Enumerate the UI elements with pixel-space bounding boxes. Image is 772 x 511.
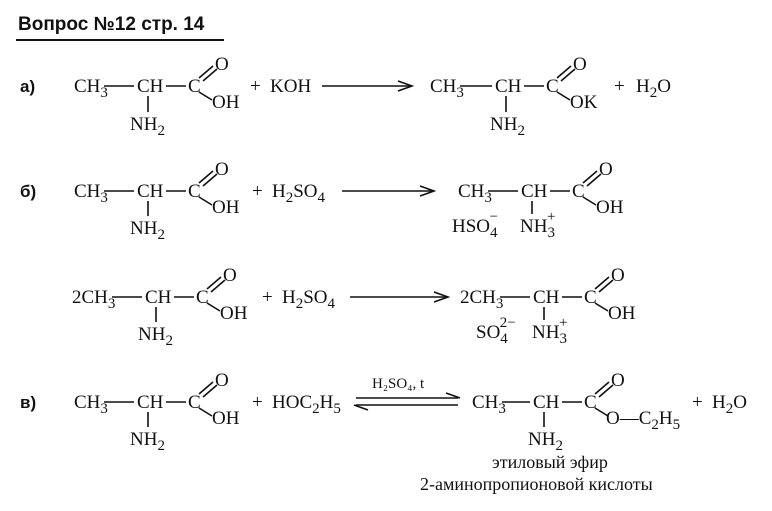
- svg-text:CH: CH: [495, 76, 522, 97]
- label-v: в): [20, 393, 36, 412]
- svg-text:CH: CH: [533, 392, 560, 413]
- reaction-a: а) CH3 CH NH2 C O OH + KOH CH3 CH NH2 C …: [20, 54, 671, 139]
- svg-text:O: O: [599, 159, 613, 180]
- svg-text:H2O: H2O: [712, 392, 747, 417]
- svg-text:CH3: CH3: [74, 392, 108, 417]
- svg-text:O: O: [223, 265, 237, 286]
- reaction-v: в) CH3 CH NH2 C O OH + HOC2H5 H₂SO₄, t C…: [20, 370, 747, 494]
- svg-text:O: O: [611, 265, 625, 286]
- reaction-b1: б) CH3 CH NH2 C O OH + H2SO4 CH3 CH HSO4…: [20, 159, 624, 243]
- svg-text:NH2: NH2: [130, 218, 165, 243]
- svg-text:CH3: CH3: [74, 181, 108, 206]
- hydroxyl: OH: [212, 92, 240, 113]
- svg-text:C: C: [546, 76, 559, 97]
- svg-text:CH3: CH3: [472, 392, 506, 417]
- svg-text:CH: CH: [137, 392, 164, 413]
- product-caption-line1: этиловый эфир: [492, 452, 608, 472]
- svg-text:+: +: [262, 287, 273, 308]
- svg-text:CH: CH: [533, 287, 560, 308]
- product-caption-line2: 2-аминопропионовой кислоты: [420, 474, 653, 494]
- svg-text:C: C: [188, 181, 201, 202]
- svg-text:NH2: NH2: [528, 429, 563, 454]
- svg-text:C: C: [584, 287, 597, 308]
- water: H2O: [636, 76, 671, 101]
- ammonium-group: NH3+: [520, 209, 555, 241]
- hydrosulfate-ion: HSO4−: [452, 209, 498, 241]
- label-a: а): [20, 77, 35, 96]
- sulfuric-acid: H2SO4: [272, 181, 326, 206]
- svg-text:CH3: CH3: [458, 181, 492, 206]
- svg-text:CH3: CH3: [430, 76, 464, 101]
- svg-text:OH: OH: [212, 197, 240, 218]
- svg-text:C: C: [188, 392, 201, 413]
- svg-text:OH: OH: [596, 197, 624, 218]
- svg-text:2CH3: 2CH3: [72, 287, 115, 312]
- amino-group: NH2: [130, 114, 165, 139]
- svg-text:C: C: [196, 287, 209, 308]
- svg-text:NH2: NH2: [490, 114, 525, 139]
- svg-text:O: O: [611, 370, 625, 391]
- reaction-b2: 2CH3 CH NH2 C O OH + H2SO4 2CH3 CH SO42−…: [72, 265, 636, 349]
- ch-group: CH: [137, 76, 164, 97]
- potassium-salt: OK: [570, 92, 598, 113]
- svg-text:O: O: [215, 159, 229, 180]
- svg-text:O: O: [573, 54, 587, 75]
- svg-text:+: +: [250, 76, 261, 97]
- svg-text:O: O: [215, 370, 229, 391]
- sulfate-ion: SO42−: [476, 315, 516, 347]
- svg-text:+: +: [252, 392, 263, 413]
- svg-text:H2SO4: H2SO4: [282, 287, 336, 312]
- svg-text:C: C: [584, 392, 597, 413]
- ethyl-ester-group: O—C2H5: [606, 408, 680, 433]
- ethanol: HOC2H5: [272, 392, 341, 417]
- svg-text:CH: CH: [137, 181, 164, 202]
- svg-text:C: C: [572, 181, 585, 202]
- svg-text:NH3+: NH3+: [532, 315, 567, 347]
- svg-text:+: +: [692, 392, 703, 413]
- page-title: Вопрос №12 стр. 14: [18, 14, 205, 35]
- svg-text:CH: CH: [521, 181, 548, 202]
- svg-text:OH: OH: [608, 303, 636, 324]
- svg-text:2CH3: 2CH3: [460, 287, 503, 312]
- ch3-group: CH3: [74, 76, 108, 101]
- svg-text:CH: CH: [145, 287, 172, 308]
- potassium-hydroxide: KOH: [270, 76, 311, 97]
- svg-text:OH: OH: [212, 408, 240, 429]
- svg-text:NH2: NH2: [130, 429, 165, 454]
- carbon: C: [188, 76, 201, 97]
- svg-text:NH2: NH2: [138, 324, 173, 349]
- svg-text:+: +: [252, 181, 263, 202]
- svg-text:+: +: [614, 76, 625, 97]
- label-b: б): [20, 182, 36, 201]
- reaction-conditions: H₂SO₄, t: [372, 376, 425, 392]
- svg-text:OH: OH: [220, 303, 248, 324]
- oxygen: O: [215, 54, 229, 75]
